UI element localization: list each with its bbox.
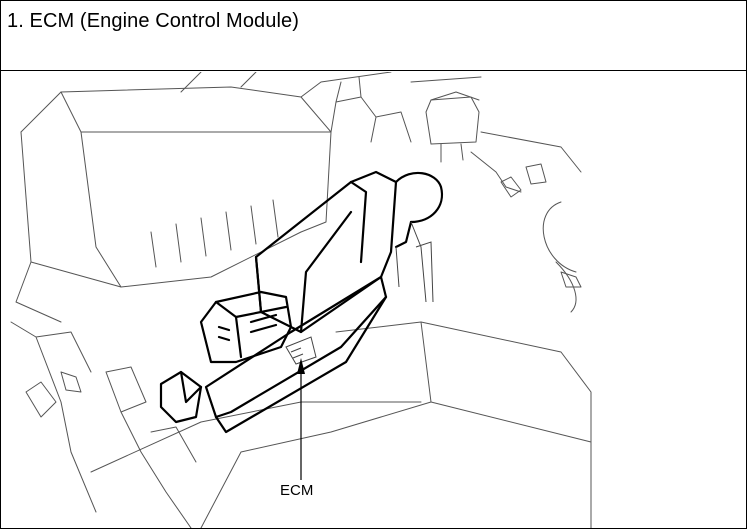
section-title: 1. ECM (Engine Control Module) [7, 10, 300, 32]
ecm-callout-label: ECM [280, 482, 314, 499]
ecm-leader-arrow [297, 358, 305, 480]
header-cell: 1. ECM (Engine Control Module) [1, 1, 746, 71]
engine-bay-illustration [10, 72, 592, 528]
ecm-location-figure: ECM [1, 72, 746, 528]
